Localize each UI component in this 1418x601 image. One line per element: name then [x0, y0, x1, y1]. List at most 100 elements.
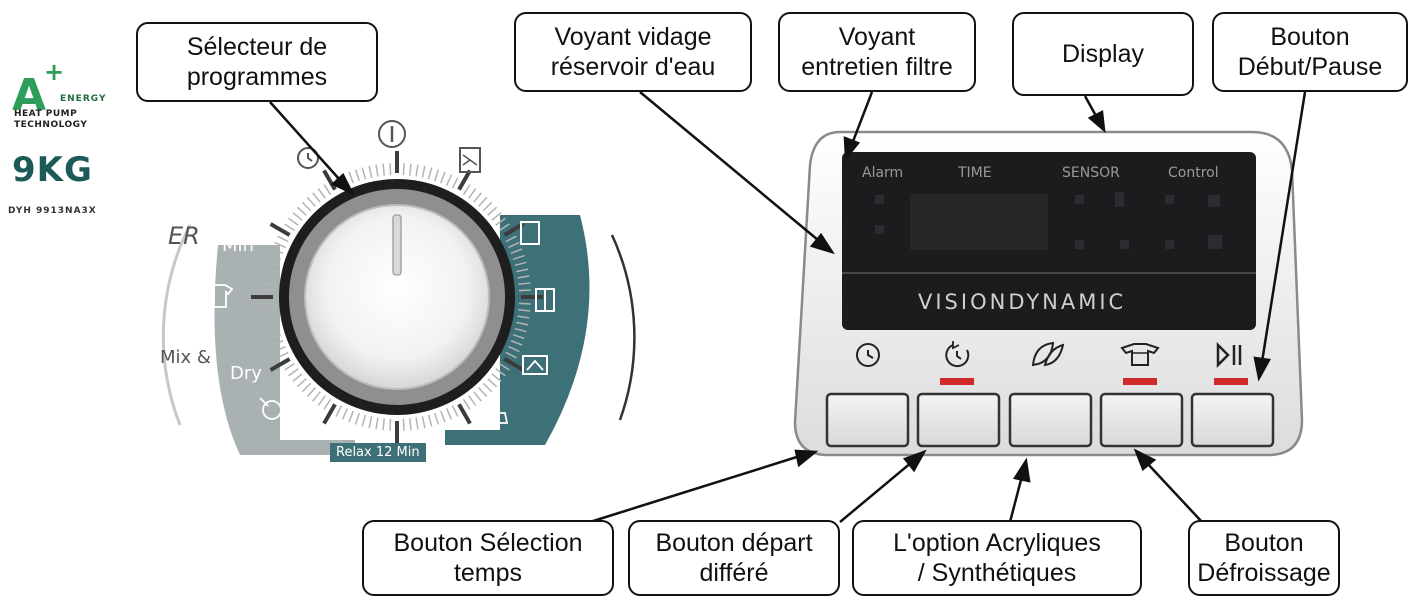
- dial-tick: [487, 378, 498, 388]
- dial-tick: [433, 412, 440, 425]
- dial-tick: [518, 282, 531, 285]
- dial-tick: [306, 387, 316, 398]
- dial-tick: [457, 169, 472, 191]
- dial-tick: [451, 405, 459, 417]
- dial-tick: [288, 368, 299, 377]
- shirt-icon: [1120, 343, 1160, 366]
- dial-tick: [348, 410, 354, 423]
- dial-tick: [516, 268, 529, 273]
- dial-tick: [306, 196, 316, 207]
- callout-water-tank: Voyant vidage réservoir d'eau: [514, 12, 752, 92]
- dial-tick: [518, 302, 531, 305]
- dial-tick: [402, 163, 405, 176]
- model-number: DYH 9913NA3X: [8, 206, 97, 216]
- dial-tick: [518, 289, 531, 292]
- technology-label: TECHNOLOGY: [14, 120, 88, 130]
- callout-filter-maintenance-text: Voyant entretien filtre: [801, 23, 953, 81]
- dial-tick: [498, 362, 510, 371]
- dial-tick: [433, 169, 440, 182]
- dial-tick: [269, 357, 291, 372]
- dial-tick: [301, 201, 312, 212]
- dial-tick: [263, 302, 276, 305]
- dial-tick: [263, 289, 276, 292]
- delay-start-button[interactable]: [916, 392, 1001, 448]
- dial-tick: [382, 418, 385, 431]
- dial-tick: [361, 414, 367, 427]
- dial-tick: [440, 171, 446, 184]
- dial-tick: [468, 395, 477, 406]
- dial-tick: [517, 275, 530, 279]
- dial-tick: [518, 309, 531, 312]
- power-icon-dial: [378, 120, 406, 148]
- tshirt-icon-dial: [520, 221, 540, 245]
- dial-tick: [421, 416, 426, 429]
- dial-tick: [312, 391, 321, 402]
- time-select-button[interactable]: [825, 392, 910, 448]
- play-pause-icon: [1216, 341, 1242, 369]
- alarm-label: Alarm: [862, 165, 904, 181]
- sensor-indicators: [875, 192, 1222, 249]
- shirt-icon-dial: [206, 284, 234, 308]
- start-pause-button[interactable]: [1190, 392, 1275, 448]
- dial-tick: [267, 327, 280, 333]
- dial-tick: [322, 403, 337, 425]
- dial-tick: [462, 184, 471, 196]
- delay-start-icon: [945, 341, 970, 368]
- dial-tick: [389, 418, 392, 431]
- dial-tick: [427, 414, 433, 427]
- callout-display-text: Display: [1062, 40, 1144, 68]
- dial-tick: [263, 309, 276, 312]
- dial-tick: [514, 327, 527, 333]
- knob-pointer: [392, 214, 402, 276]
- callout-program-selector: Sélecteur de programmes: [136, 22, 378, 102]
- dial-tick: [348, 171, 354, 184]
- min-label: Min: [222, 235, 254, 256]
- energy-label: ENERGY: [60, 94, 107, 104]
- dial-tick: [368, 165, 373, 178]
- dial-tick: [296, 378, 307, 388]
- start-pause-indicator: [1214, 378, 1248, 385]
- dial-tick: [354, 412, 361, 425]
- dial-grey-segment: [214, 245, 355, 455]
- dial-tick: [368, 416, 373, 429]
- dial-tick: [274, 241, 286, 249]
- dial-tick: [514, 261, 527, 267]
- dial-tick: [495, 368, 506, 377]
- iron-icon-dial: [481, 412, 509, 424]
- dial-tick: [264, 315, 277, 319]
- knob-face: [304, 204, 490, 390]
- energy-rating-letter: A: [12, 70, 47, 121]
- dial-tick: [317, 188, 326, 199]
- dial-tick: [375, 164, 379, 177]
- acrylic-option-button[interactable]: [1008, 392, 1093, 448]
- dial-tick: [409, 163, 412, 176]
- time-label: TIME: [958, 165, 992, 181]
- leaf-icon: [1031, 341, 1065, 367]
- forty-label: 40: [228, 215, 251, 236]
- energy-rating-plus: +: [44, 58, 65, 86]
- anti-crease-button[interactable]: [1099, 392, 1184, 448]
- dial-tick: [277, 351, 289, 359]
- dial-tick: [269, 333, 282, 340]
- dial-tick: [445, 408, 453, 420]
- dial-tick: [415, 417, 419, 430]
- dial-tick: [495, 217, 506, 226]
- dial-tick: [473, 192, 482, 203]
- dial-tick: [288, 217, 299, 226]
- clock-icon-dial: [297, 147, 319, 169]
- dial-tick: [361, 167, 367, 180]
- dial-tick: [505, 351, 517, 359]
- capacity-label: 9KG: [12, 150, 93, 190]
- dial-tick: [482, 382, 493, 393]
- dial-tick: [517, 315, 530, 319]
- dial-tick-ring: [251, 151, 543, 443]
- dial-tick: [375, 417, 379, 430]
- dial-tick: [421, 165, 426, 178]
- dial-tick: [267, 261, 280, 267]
- dial-tick: [263, 282, 276, 285]
- dial-tick: [487, 206, 498, 216]
- dial-teal-segment: [445, 215, 590, 445]
- dial-tick: [478, 387, 488, 398]
- dial-tick: [491, 373, 502, 382]
